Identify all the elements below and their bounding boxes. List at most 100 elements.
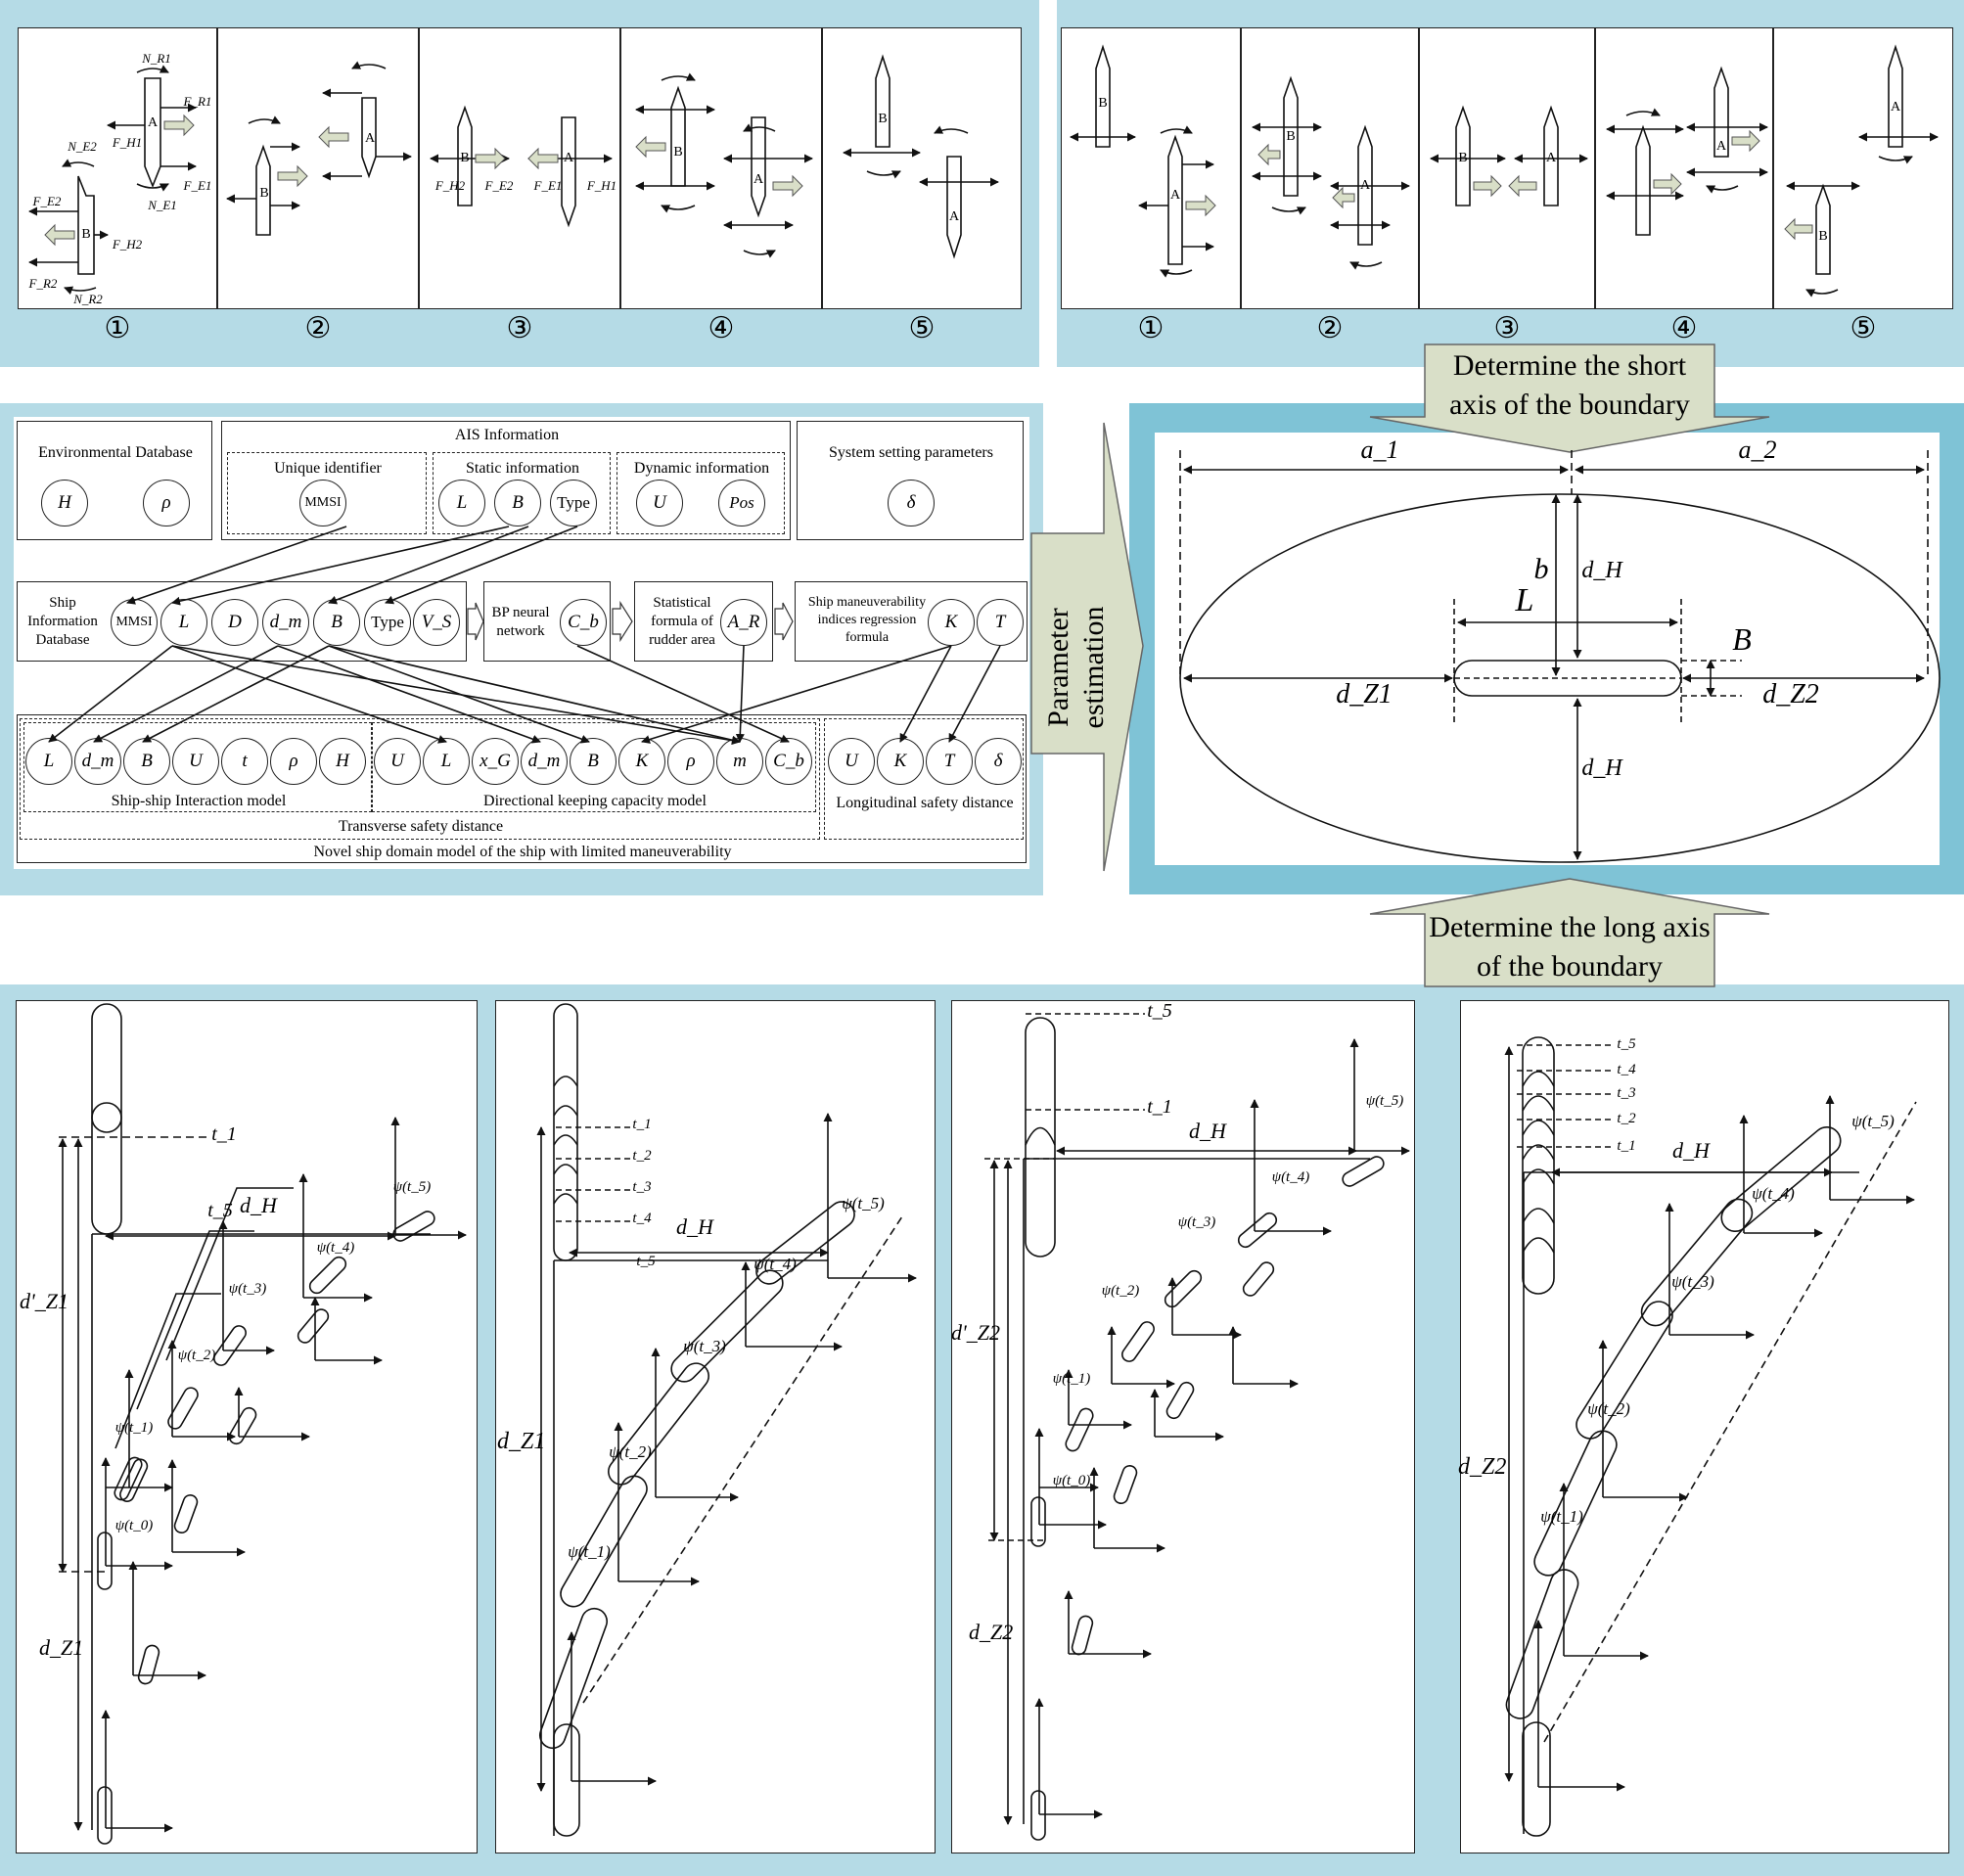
unique-id-title: Unique identifier [274, 460, 382, 477]
ship-domain-ellipse [1179, 450, 1941, 863]
param-circle: K [618, 738, 665, 785]
static-info-box: Static information [433, 452, 611, 534]
parameter-estimation-label: Parameter estimation [1042, 606, 1110, 729]
force-diagram-right-5 [1786, 44, 1939, 297]
time-label: t_4 [1617, 1062, 1636, 1077]
angle-label: ψ(t_5) [1365, 1093, 1404, 1109]
param-circle: C_b [560, 599, 607, 646]
force-label: N_R2 [73, 292, 103, 306]
bp-network-title: BP neural network [491, 605, 550, 639]
ship-label-B: B [259, 186, 269, 201]
dH-label: d_H [1581, 558, 1622, 583]
param-circle: U [374, 738, 421, 785]
time-label: t_5 [636, 1254, 656, 1269]
force-label: F_H2 [112, 237, 143, 252]
param-circle: V_S [413, 599, 460, 646]
force-diagram-left-1 [28, 65, 197, 296]
maneuverability-title: Ship maneuverability indices regression … [807, 595, 927, 645]
param-circle: L [438, 480, 485, 526]
param-circle: K [928, 599, 975, 646]
env-db-title: Environmental Database [38, 444, 193, 461]
ship-label-B: B [1458, 151, 1468, 165]
parameter-estimation-arrow [1030, 422, 1144, 872]
stage-number: ② [304, 312, 332, 344]
param-circle: D [211, 599, 258, 646]
a2-label: a_2 [1738, 435, 1777, 464]
force-label: F_H1 [112, 135, 143, 150]
trajectory-panel-3 [951, 1000, 1415, 1853]
force-label: N_E1 [148, 198, 177, 212]
angle-label: ψ(t_1) [114, 1420, 154, 1436]
angle-label: ψ(t_4) [1271, 1169, 1310, 1185]
flowchart-connectors [48, 526, 1001, 746]
angle-label: ψ(t_3) [228, 1281, 267, 1297]
transverse-box: Transverse safety distance [20, 718, 820, 840]
transverse-title: Transverse safety distance [338, 818, 504, 835]
angle-label: ψ(t_0) [1052, 1473, 1091, 1488]
param-circle: Pos [718, 480, 765, 526]
flow-hollow-arrows [467, 600, 794, 643]
trajectory-panel-4 [1460, 1000, 1949, 1853]
trajectory-drawing-2 [536, 1003, 917, 1837]
angle-label: ψ(t_1) [1052, 1371, 1091, 1387]
trajectory-panel-2 [495, 1000, 936, 1853]
stage-number: ③ [506, 312, 533, 344]
param-circle: d_m [262, 599, 309, 646]
distance-label: d_Z1 [39, 1635, 84, 1660]
stage-number: ① [104, 312, 131, 344]
system-params-title: System setting parameters [829, 444, 993, 461]
time-label: t_5 [207, 1200, 233, 1221]
angle-label: ψ(t_1) [568, 1542, 611, 1561]
stage-number: ③ [1493, 312, 1521, 344]
force-diagram-left-2 [226, 61, 412, 236]
param-circle: d_m [74, 738, 121, 785]
param-circle: ρ [270, 738, 317, 785]
force-label: F_E2 [32, 194, 62, 208]
ship-label-A: A [563, 151, 574, 165]
trajectory-drawing-1 [58, 1003, 467, 1845]
param-circle: MMSI [111, 599, 158, 646]
time-label: t_1 [632, 1117, 652, 1132]
rudder-area-title: Statistical formula of rudder area [649, 595, 715, 648]
a1-label: a_1 [1360, 435, 1399, 464]
param-circle: δ [975, 738, 1022, 785]
short-axis-callout [1369, 343, 1770, 453]
force-diagram-left-4 [635, 72, 813, 258]
ship-label-A: A [753, 172, 764, 187]
ship-domain-ellipse-panel [1155, 433, 1940, 865]
long-axis-label: Determine the long axis of the boundary [1429, 911, 1711, 983]
stage-number: ⑤ [908, 312, 936, 344]
force-panel-left-3 [419, 27, 620, 309]
ship-label-B: B [1098, 96, 1108, 111]
param-circle: d_m [521, 738, 568, 785]
force-panel-right-2 [1241, 27, 1419, 309]
ship-label-A: A [1169, 188, 1181, 203]
dZ2-label: d_Z2 [1762, 679, 1819, 709]
param-circle: U [828, 738, 875, 785]
param-circle: T [977, 599, 1024, 646]
force-label: F_E1 [183, 178, 212, 193]
param-circle: H [41, 480, 88, 526]
stage-number: ② [1316, 312, 1344, 344]
param-circle: m [716, 738, 763, 785]
param-circle: B [123, 738, 170, 785]
force-label: F_E1 [533, 178, 563, 193]
ship-label-B: B [460, 151, 470, 165]
angle-label: ψ(t_4) [316, 1240, 355, 1256]
param-circle: ρ [143, 480, 190, 526]
directional-model-title: Directional keeping capacity model [483, 793, 707, 809]
force-label: F_R1 [183, 94, 212, 109]
force-panel-left-2 [217, 27, 419, 309]
ship-label-B: B [673, 145, 683, 160]
novel-model-title: Novel ship domain model of the ship with… [313, 844, 732, 860]
dynamic-info-title: Dynamic information [633, 460, 770, 477]
force-label: F_H2 [434, 178, 466, 193]
angle-label: ψ(t_3) [1671, 1272, 1714, 1291]
dH-label: d_H [1581, 755, 1622, 781]
directional-model-box: Directional keeping capacity model [372, 722, 816, 812]
param-circle: B [313, 599, 360, 646]
time-label: t_2 [1617, 1111, 1636, 1126]
param-circle: U [636, 480, 683, 526]
angle-label: ψ(t_2) [1101, 1283, 1140, 1299]
distance-label: d_H [1672, 1138, 1710, 1163]
